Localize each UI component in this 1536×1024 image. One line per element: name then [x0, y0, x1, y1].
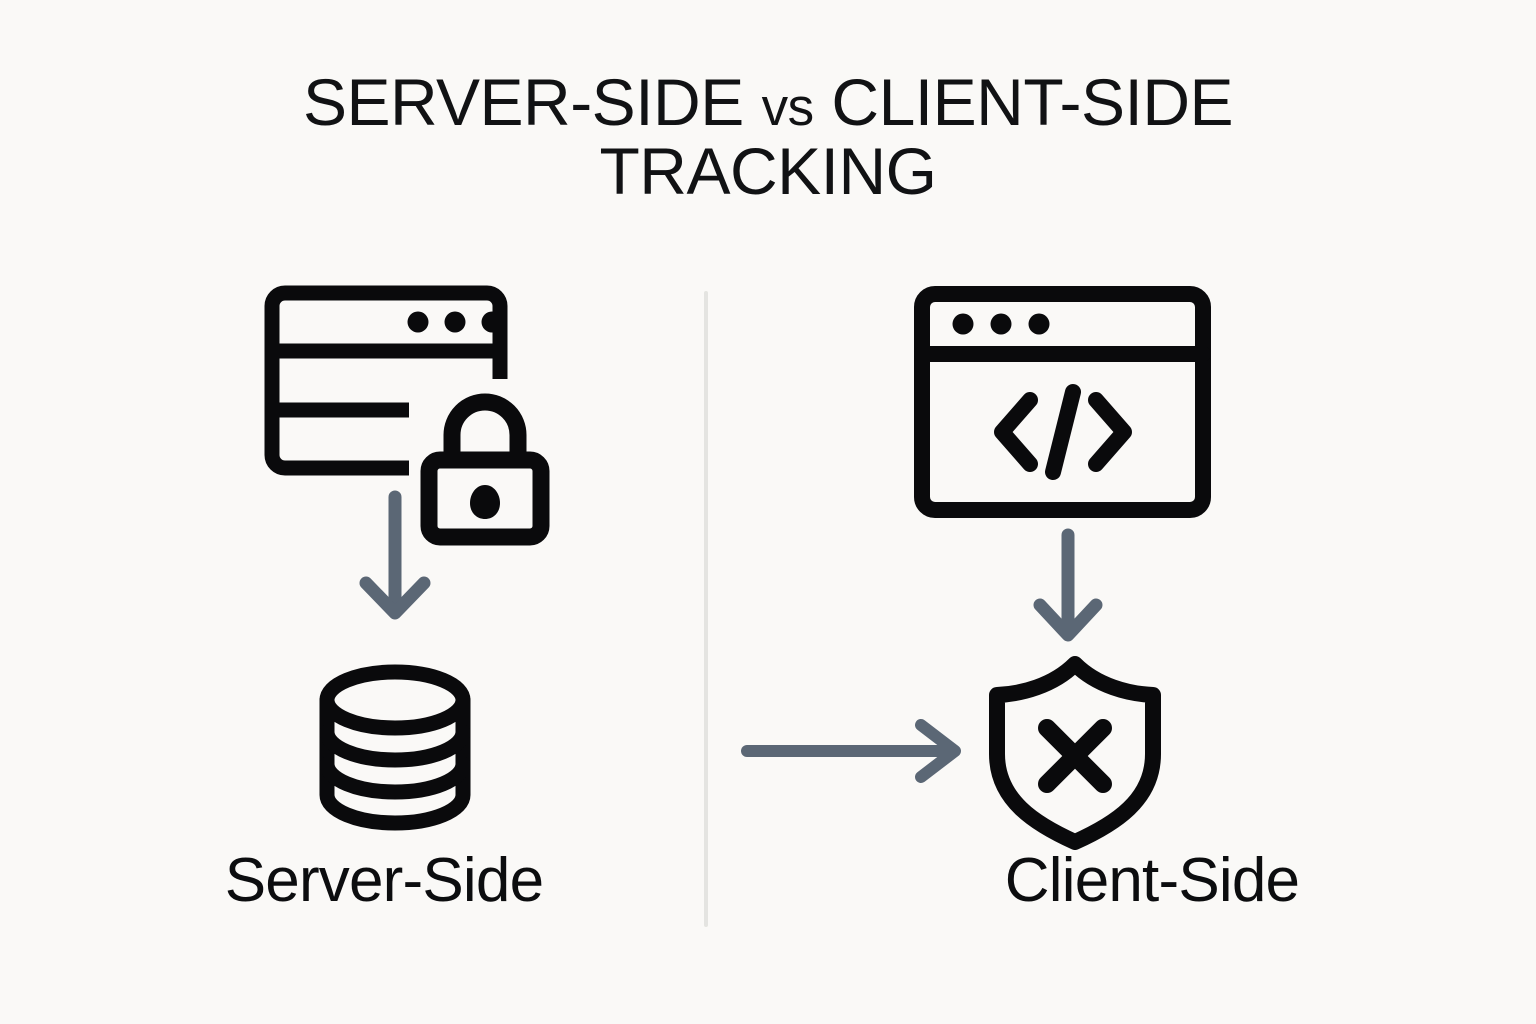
- page-title-segment-server: SERVER-SIDE: [302, 65, 744, 139]
- lock-keyhole-icon: [470, 485, 500, 519]
- caption-client-side: Client-Side: [1004, 846, 1300, 915]
- caption-server-side: Server-Side: [224, 846, 544, 915]
- browser-code-window-icon: [914, 286, 1211, 518]
- page-title: SERVER-SIDE vs CLIENT-SIDE TRACKING: [0, 68, 1536, 205]
- database-icon: [319, 664, 471, 831]
- panel-server-side: [10, 270, 710, 970]
- browser-window-dots: [952, 313, 1050, 335]
- page-title-line-1: SERVER-SIDE vs CLIENT-SIDE: [0, 68, 1536, 137]
- x-mark-icon: [1038, 719, 1112, 793]
- page-title-line-2: TRACKING: [599, 133, 937, 208]
- panel-client-side: [790, 270, 1490, 970]
- panel-divider: [704, 291, 708, 927]
- server-status-lights: [407, 311, 503, 333]
- lock-icon: [420, 393, 550, 546]
- page-title-segment-client: CLIENT-SIDE: [831, 65, 1234, 139]
- shield-x-icon: [989, 656, 1161, 850]
- arrow-down-icon-server: [359, 490, 431, 620]
- code-tag-icon: [994, 384, 1132, 480]
- captions-row: Server-Side Client-Side: [0, 845, 1536, 916]
- arrow-right-icon: [741, 719, 961, 783]
- arrow-down-icon-client: [1033, 528, 1103, 642]
- page-title-segment-vs: vs: [761, 78, 815, 137]
